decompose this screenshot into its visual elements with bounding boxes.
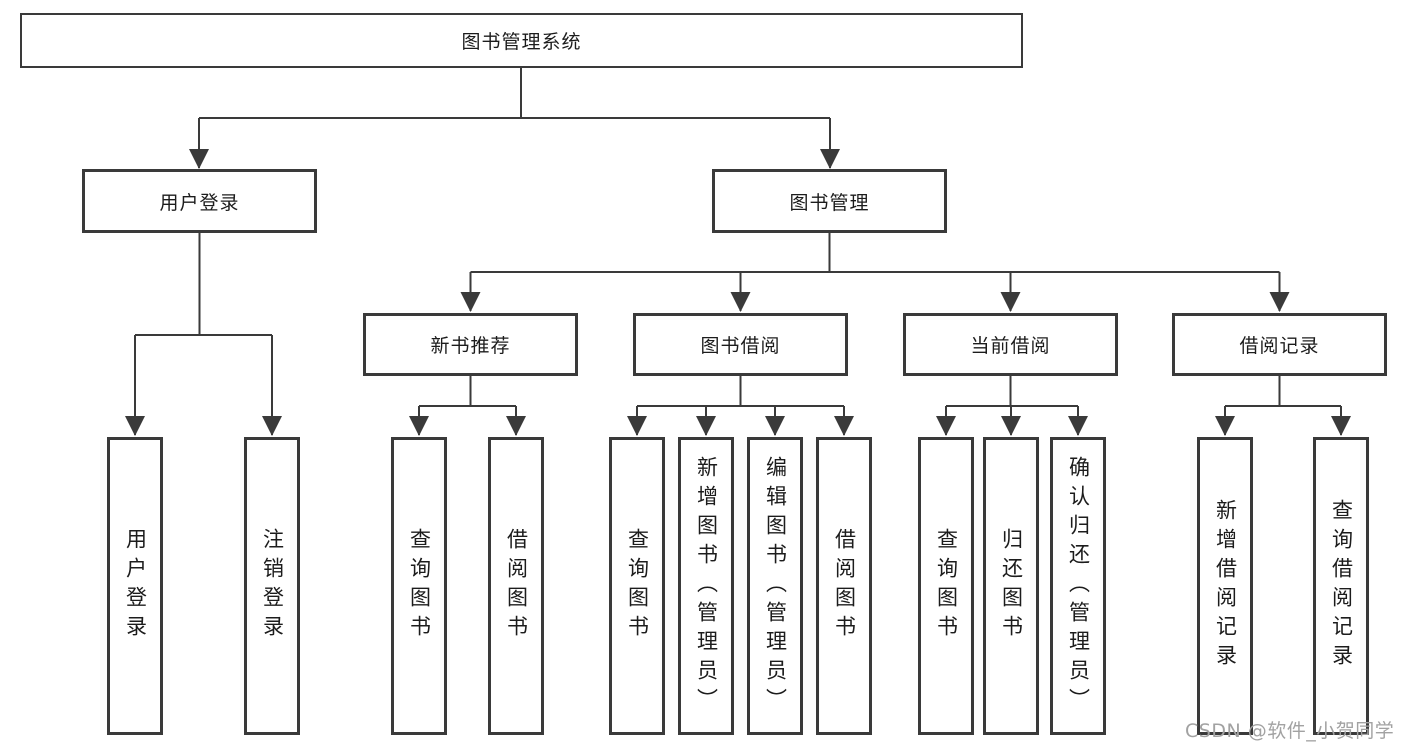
leaf-query-books-3: 查询图书 [918, 437, 974, 735]
leaf-label: 确认归还（管理员） [1066, 455, 1091, 717]
node-user-login: 用户登录 [82, 169, 317, 233]
leaf-query-borrow-record: 查询借阅记录 [1313, 437, 1369, 735]
leaf-label: 借阅图书 [832, 528, 857, 644]
leaf-label: 编辑图书（管理员） [763, 455, 788, 717]
node-book-borrow: 图书借阅 [633, 313, 848, 376]
leaf-label: 查询借阅记录 [1329, 499, 1354, 673]
leaf-return-books: 归还图书 [983, 437, 1039, 735]
leaf-label: 新增借阅记录 [1213, 499, 1238, 673]
node-library-system: 图书管理系统 [20, 13, 1023, 68]
leaf-label: 用户登录 [123, 528, 148, 644]
node-current-borrow: 当前借阅 [903, 313, 1118, 376]
leaf-add-book-admin: 新增图书（管理员） [678, 437, 734, 735]
leaf-logout: 注销登录 [244, 437, 300, 735]
leaf-borrow-books-1: 借阅图书 [488, 437, 544, 735]
node-book-management: 图书管理 [712, 169, 947, 233]
leaf-edit-book-admin: 编辑图书（管理员） [747, 437, 803, 735]
leaf-borrow-books-2: 借阅图书 [816, 437, 872, 735]
leaf-label: 注销登录 [260, 528, 285, 644]
leaf-label: 查询图书 [625, 528, 650, 644]
leaf-query-books-2: 查询图书 [609, 437, 665, 735]
node-borrow-records: 借阅记录 [1172, 313, 1387, 376]
leaf-label: 查询图书 [407, 528, 432, 644]
node-new-book-recommend: 新书推荐 [363, 313, 578, 376]
leaf-add-borrow-record: 新增借阅记录 [1197, 437, 1253, 735]
leaf-label: 借阅图书 [504, 528, 529, 644]
leaf-confirm-return-admin: 确认归还（管理员） [1050, 437, 1106, 735]
leaf-user-login: 用户登录 [107, 437, 163, 735]
csdn-watermark: CSDN @软件_小贺同学 [1185, 720, 1395, 742]
leaf-label: 归还图书 [999, 528, 1024, 644]
leaf-label: 新增图书（管理员） [694, 455, 719, 717]
leaf-label: 查询图书 [934, 528, 959, 644]
leaf-query-books-1: 查询图书 [391, 437, 447, 735]
